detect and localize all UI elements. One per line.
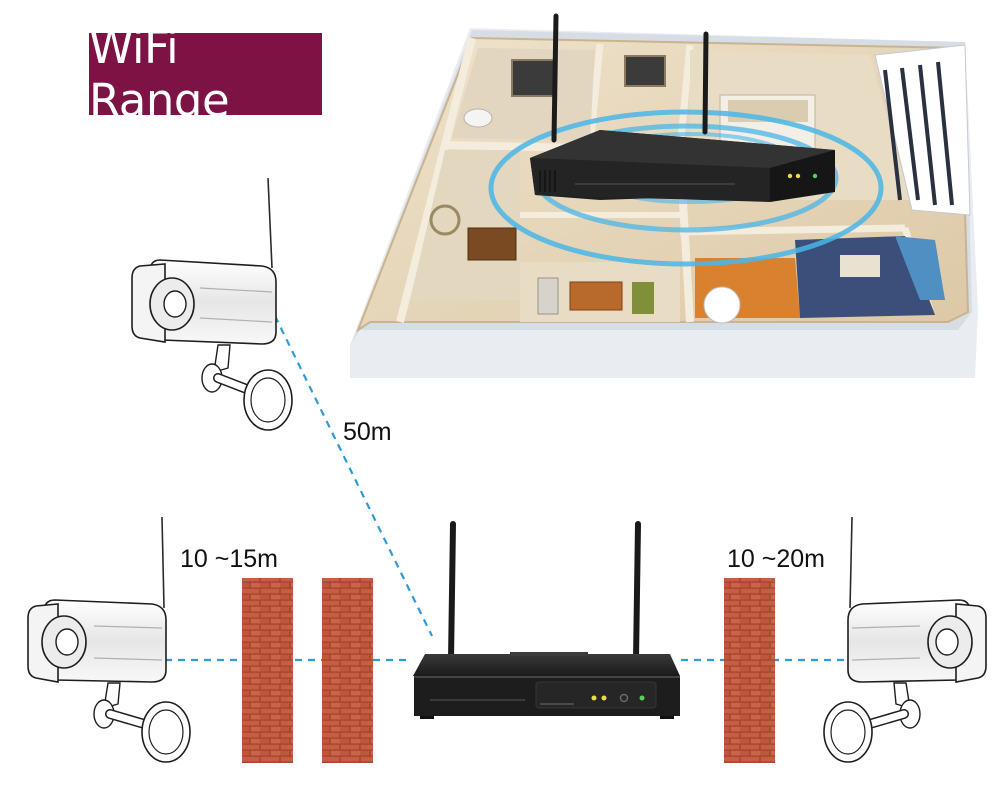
security-camera-icon — [131, 174, 293, 431]
nvr-on-floorplan-icon — [530, 13, 835, 202]
house-floorplan-illustration — [350, 13, 978, 378]
security-camera-icon — [27, 513, 191, 763]
distance-label-top-camera: 50m — [343, 418, 392, 446]
brick-wall-icon — [242, 578, 775, 763]
brick-wall-left-1 — [242, 578, 293, 763]
brick-wall-right — [724, 578, 775, 763]
security-camera-icon — [823, 513, 987, 763]
brick-wall-left-2 — [322, 578, 373, 763]
page-title: WiFi Range — [89, 21, 322, 127]
distance-label-left-camera: 10 ~15m — [180, 545, 278, 573]
nvr-recorder-icon — [413, 521, 680, 719]
distance-label-right-camera: 10 ~20m — [727, 545, 825, 573]
